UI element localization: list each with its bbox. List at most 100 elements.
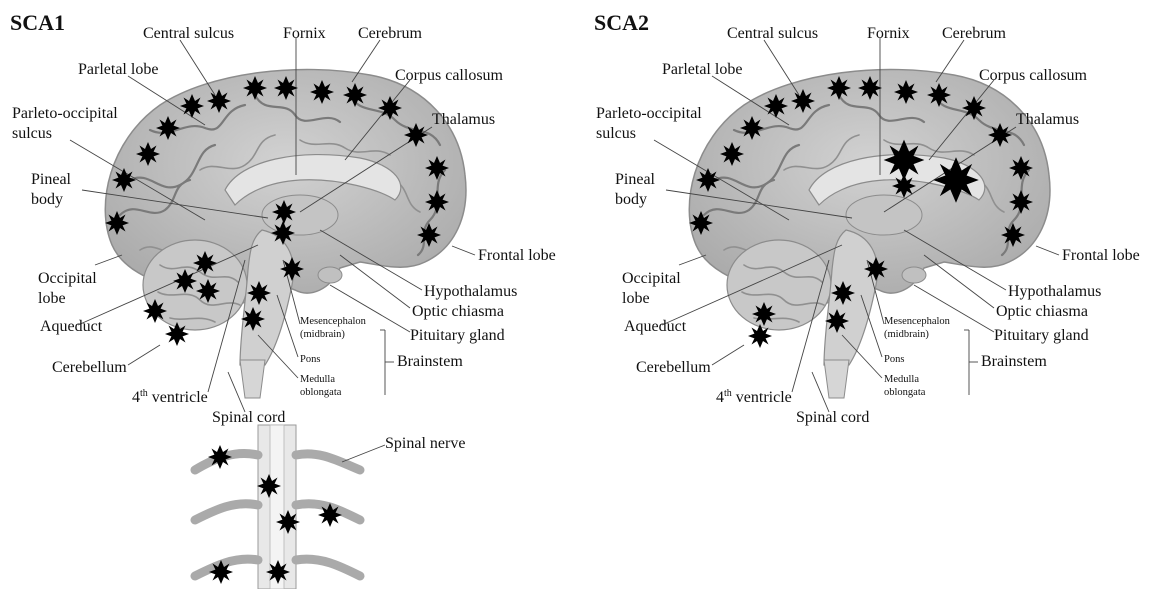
label-spinal-nerve: Spinal nerve: [385, 435, 465, 452]
starburst-icon: [1009, 156, 1033, 180]
starburst-icon: [404, 123, 428, 147]
starburst-icon: [764, 94, 788, 118]
label-aqueduct: Aqueduct: [624, 318, 687, 335]
label-mesencephalon-2: (midbrain): [884, 329, 929, 340]
label-mesencephalon-1: Mesencephalon: [884, 316, 951, 327]
starburst-icon: [831, 281, 855, 305]
label-spinal-cord: Spinal cord: [212, 409, 285, 426]
starburst-icon: [1001, 223, 1025, 247]
label-thalamus: Thalamus: [432, 111, 495, 128]
label-frontal-lobe: Frontal lobe: [1062, 247, 1140, 264]
label-occipital-1: Occipital: [622, 270, 681, 287]
label-corpus-callosum: Corpus callosum: [979, 67, 1088, 84]
starburst-icon: [271, 221, 295, 245]
panel-title: SCA2: [594, 10, 649, 35]
label-fourth-ventricle: 4th ventricle: [716, 388, 792, 406]
label-spinal-cord: Spinal cord: [796, 409, 869, 426]
label-fourth-ventricle: 4th ventricle: [132, 388, 208, 406]
starburst-icon: [343, 83, 367, 107]
starburst-icon: [988, 123, 1012, 147]
label-pituitary: Pituitary gland: [994, 327, 1089, 344]
starburst-icon: [791, 89, 815, 113]
label-central-sulcus: Central sulcus: [143, 25, 234, 42]
starburst-icon: [156, 116, 180, 140]
fourth-ventricle-text: ventricle: [148, 389, 208, 406]
starburst-icon: [209, 560, 233, 584]
label-optic-chiasma: Optic chiasma: [996, 303, 1088, 320]
starburst-icon: [207, 89, 231, 113]
starburst-icon: [247, 281, 271, 305]
starburst-icon: [827, 76, 851, 100]
label-cerebrum: Cerebrum: [358, 25, 423, 42]
starburst-icon: [962, 96, 986, 120]
label-pineal-2: body: [31, 191, 63, 208]
label-mesencephalon-2: (midbrain): [300, 329, 345, 340]
starburst-icon: [864, 257, 888, 281]
thalamus: [262, 195, 338, 235]
starburst-icon: [112, 168, 136, 192]
starburst-icon: [143, 299, 167, 323]
label-occipital-2: lobe: [622, 290, 650, 307]
label-pineal-1: Pineal: [615, 171, 656, 188]
starburst-icon-large: [933, 157, 979, 203]
label-mesencephalon-1: Mesencephalon: [300, 316, 367, 327]
starburst-icon: [243, 76, 267, 100]
label-parieto-occipital-2: sulcus: [596, 125, 636, 142]
pituitary: [318, 267, 342, 283]
label-hypothalamus: Hypothalamus: [1008, 283, 1101, 300]
label-aqueduct: Aqueduct: [40, 318, 103, 335]
pituitary: [902, 267, 926, 283]
starburst-icon: [208, 445, 232, 469]
starburst-icon: [180, 94, 204, 118]
starburst-icon: [257, 474, 281, 498]
label-brainstem: Brainstem: [397, 353, 463, 370]
starburst-icon: [173, 269, 197, 293]
panel-sca2: SCA2: [594, 10, 1140, 426]
starburst-icon: [927, 83, 951, 107]
panel-sca1: SCA1: [10, 10, 556, 589]
starburst-icon: [417, 223, 441, 247]
starburst-icon: [858, 76, 882, 100]
starburst-icon: [1009, 190, 1033, 214]
fourth-ventricle-number: 4: [716, 389, 724, 406]
label-pons: Pons: [884, 354, 904, 365]
label-pons: Pons: [300, 354, 320, 365]
panel-title: SCA1: [10, 10, 65, 35]
starburst-icon: [425, 190, 449, 214]
brain-illustration: [689, 69, 1050, 398]
starburst-icon: [720, 142, 744, 166]
label-pituitary: Pituitary gland: [410, 327, 505, 344]
label-hypothalamus: Hypothalamus: [424, 283, 517, 300]
starburst-icon: [318, 503, 342, 527]
label-frontal-lobe: Frontal lobe: [478, 247, 556, 264]
label-parieto-occipital-1: Parleto-occipital: [12, 105, 118, 122]
starburst-icon: [272, 200, 296, 224]
starburst-icon: [165, 322, 189, 346]
label-parietal-lobe: Parletal lobe: [78, 61, 158, 78]
thalamus: [846, 195, 922, 235]
fourth-ventricle-superscript: th: [724, 388, 732, 399]
starburst-icon: [748, 324, 772, 348]
label-parieto-occipital-1: Parleto-occipital: [596, 105, 702, 122]
starburst-icon: [193, 251, 217, 275]
fourth-ventricle-text: ventricle: [732, 389, 792, 406]
label-parietal-lobe: Parletal lobe: [662, 61, 742, 78]
fourth-ventricle-superscript: th: [140, 388, 148, 399]
starburst-icon: [425, 156, 449, 180]
label-brainstem: Brainstem: [981, 353, 1047, 370]
starburst-icon: [752, 302, 776, 326]
label-medulla-1: Medulla: [884, 374, 919, 385]
label-pineal-2: body: [615, 191, 647, 208]
starburst-icon: [740, 116, 764, 140]
label-fornix: Fornix: [867, 25, 910, 42]
label-occipital-2: lobe: [38, 290, 66, 307]
label-fornix: Fornix: [283, 25, 326, 42]
starburst-icon: [892, 174, 916, 198]
label-thalamus: Thalamus: [1016, 111, 1079, 128]
starburst-icon: [105, 211, 129, 235]
starburst-icon: [136, 142, 160, 166]
starburst-icon: [196, 279, 220, 303]
starburst-icon: [274, 76, 298, 100]
label-cerebrum: Cerebrum: [942, 25, 1007, 42]
